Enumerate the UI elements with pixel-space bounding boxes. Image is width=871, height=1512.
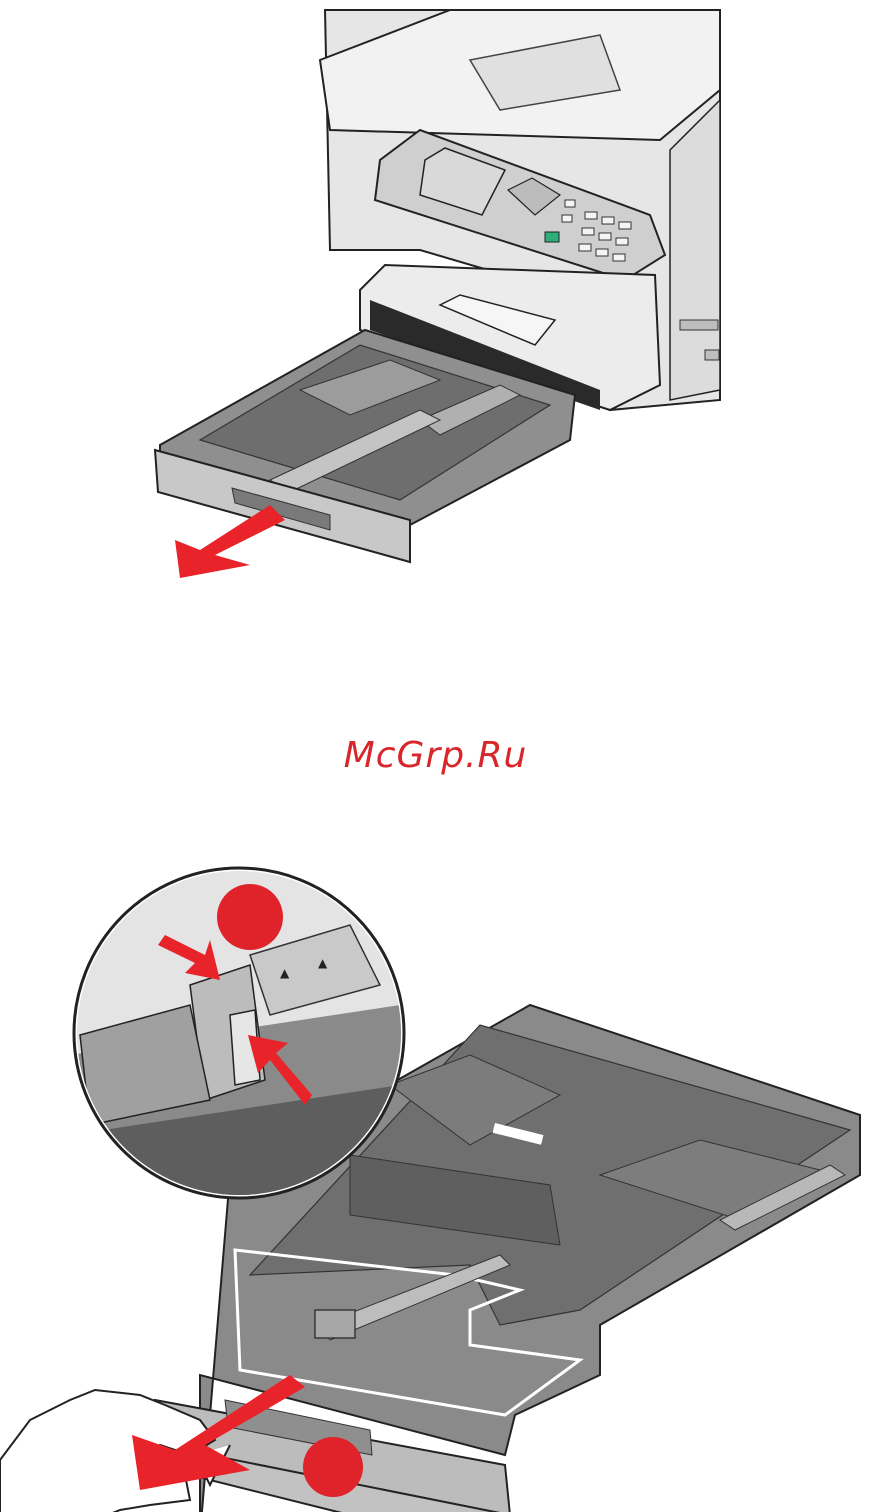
step-1-circle-icon — [217, 884, 283, 950]
arrow-mark-icon: ▲ — [318, 956, 328, 970]
length-guide-latch — [315, 1310, 355, 1338]
tray-extend-illustration: ▲ ▲ — [0, 855, 871, 1512]
pull-arrow-icon — [175, 505, 285, 578]
printer-tray-illustration — [0, 0, 871, 600]
arrow-mark-icon: ▲ — [280, 966, 290, 980]
step-2-circle-icon — [303, 1437, 363, 1497]
printer-drawing — [0, 0, 871, 600]
watermark: McGrp.Ru — [0, 735, 871, 785]
start-button — [545, 232, 559, 242]
tray-extend-drawing: ▲ ▲ — [0, 855, 871, 1512]
card-slot — [680, 320, 718, 330]
port-slot — [705, 350, 719, 360]
